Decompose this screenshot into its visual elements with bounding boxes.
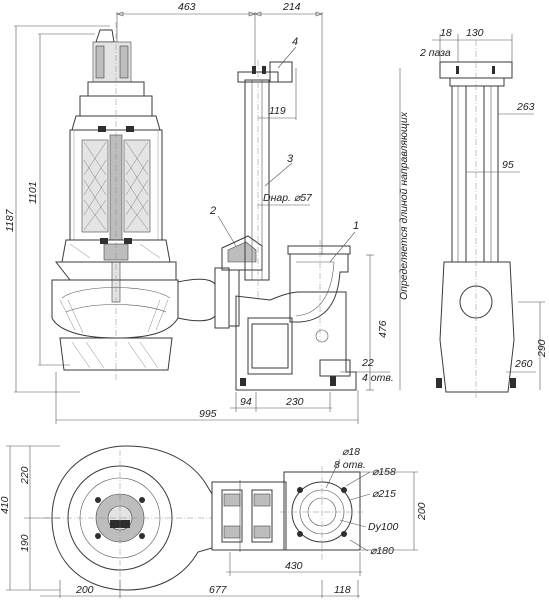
dim-190: 190	[19, 534, 31, 552]
discharge-base-assembly	[177, 60, 357, 391]
dim-263: 263	[516, 101, 535, 113]
left-dimensions: 1187 1101	[4, 25, 110, 393]
dim-dy100: Dy100	[368, 521, 399, 533]
guide-length-note: Определяется длиной направляющих	[398, 111, 410, 300]
callout-1: 1	[353, 220, 359, 232]
pump-front-view	[51, 22, 179, 380]
dim-95: 95	[502, 159, 514, 171]
dim-430: 430	[285, 560, 303, 572]
dim-180: ⌀180	[370, 545, 394, 557]
dim-463: 463	[178, 1, 196, 13]
dim-215: ⌀215	[372, 488, 396, 500]
dim-220: 220	[19, 466, 31, 485]
side-view: 18 130 2 паза 263 95 290 260	[419, 27, 548, 400]
top-dimensions: 463 214	[116, 1, 323, 255]
dim-94: 94	[240, 396, 252, 408]
callout-3: 3	[287, 153, 294, 165]
callout-4: 4	[292, 36, 298, 48]
stator-windings	[81, 134, 151, 241]
dim-22: 22	[361, 357, 374, 369]
dim-200-bottom: 200	[75, 584, 94, 596]
dim-214: 214	[282, 1, 301, 13]
dim-18: 18	[440, 27, 452, 39]
dim-410: 410	[0, 496, 11, 514]
dim-hole-18: ⌀18	[342, 446, 360, 458]
dim-230: 230	[285, 396, 304, 408]
dim-290: 290	[536, 339, 548, 358]
dim-pipe-diameter: Dнар. ⌀57	[263, 192, 313, 204]
dim-119: 119	[269, 105, 286, 117]
dim-1187: 1187	[4, 208, 16, 232]
callouts: 4 3 2 1	[209, 36, 359, 263]
dim-8-holes: 8 отв.	[334, 459, 366, 471]
dim-4-holes: 4 отв.	[362, 372, 394, 384]
dim-200-right: 200	[416, 502, 428, 521]
dim-118: 118	[334, 584, 351, 596]
dim-130: 130	[466, 27, 484, 39]
dim-260: 260	[514, 358, 533, 370]
pipe-dimensions: 119 Dнар. ⌀57 476 Определяется длиной на…	[55, 68, 410, 424]
dim-476: 476	[377, 320, 389, 338]
dim-677: 677	[209, 584, 228, 596]
callout-2: 2	[209, 205, 216, 217]
dim-1101: 1101	[27, 181, 39, 204]
dim-995: 995	[199, 408, 217, 420]
plan-view: ⌀18 8 отв. ⌀158 ⌀215 Dy100 ⌀180 200 410 …	[0, 445, 428, 598]
dim-2-grooves: 2 паза	[419, 47, 451, 59]
